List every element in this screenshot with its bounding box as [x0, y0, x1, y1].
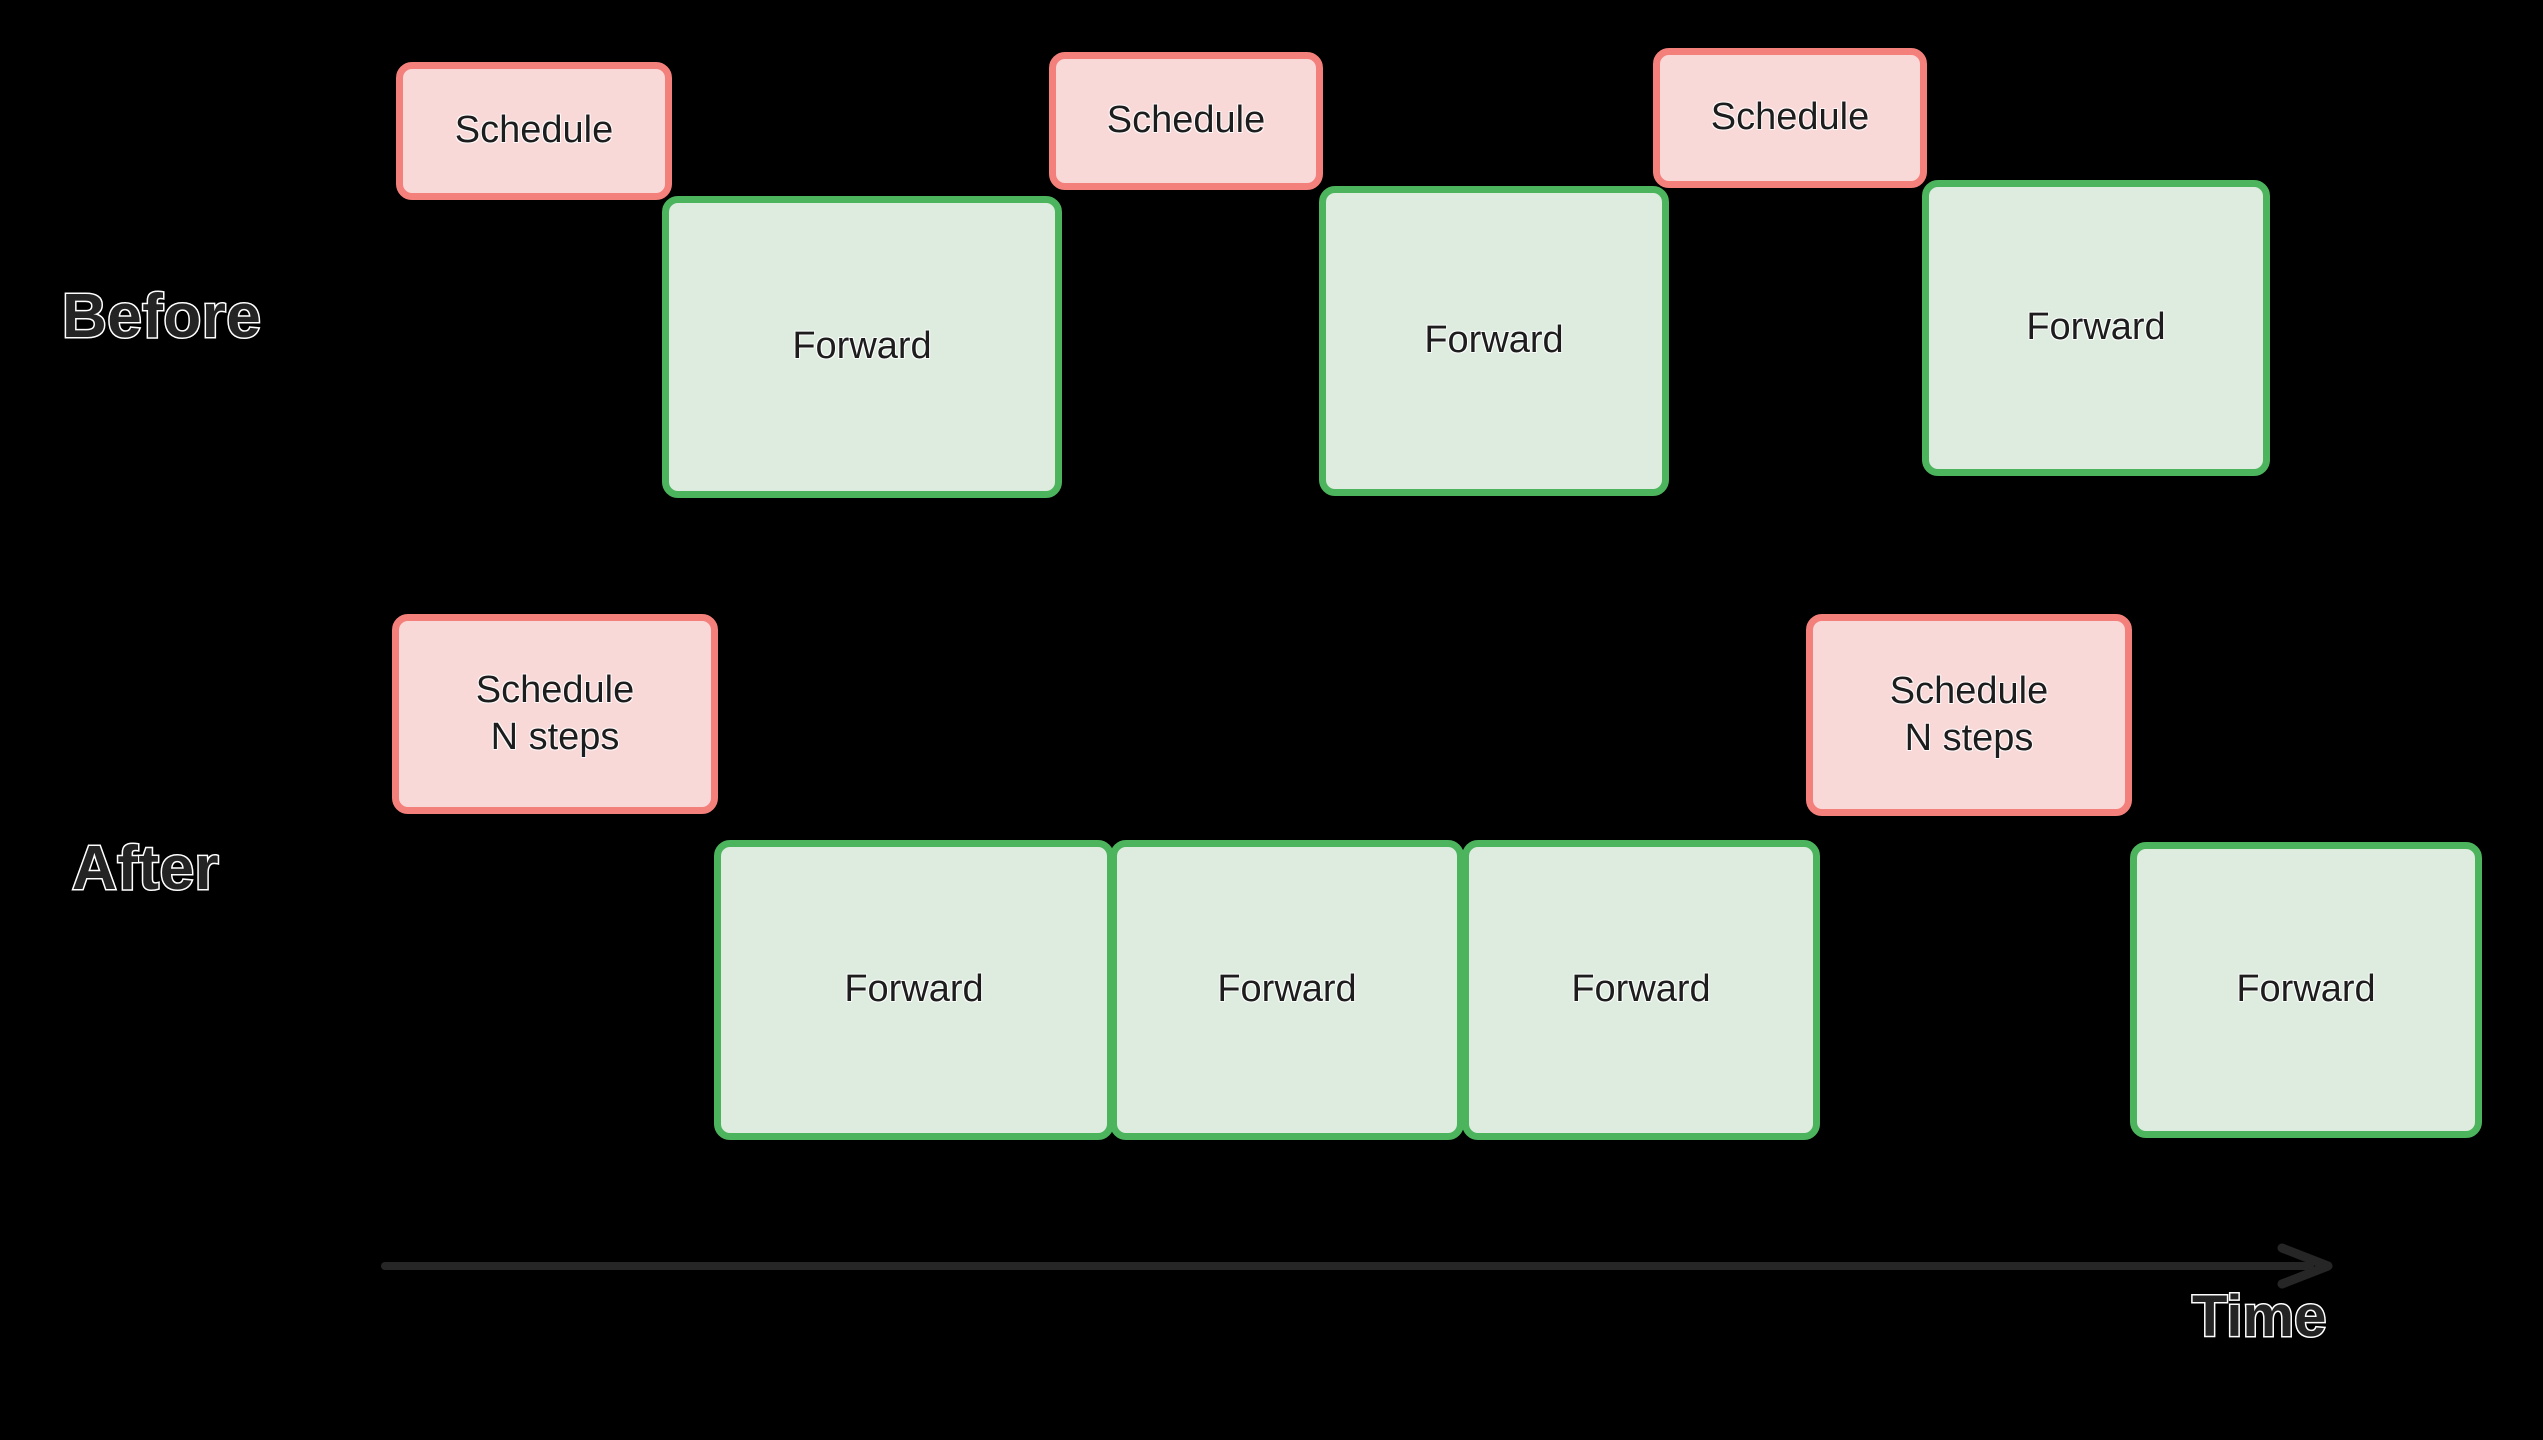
block-label: Forward — [844, 968, 984, 1011]
before-schedule-block-1[interactable]: Schedule — [396, 62, 672, 200]
after-forward-block-2[interactable]: Forward — [1110, 840, 1464, 1140]
block-label: Forward — [1217, 968, 1357, 1011]
row-caption-before: Before — [60, 282, 262, 351]
block-label: Forward — [2026, 306, 2166, 349]
after-forward-block-4[interactable]: Forward — [2130, 842, 2482, 1138]
block-label: Schedule — [454, 109, 614, 152]
before-schedule-block-3[interactable]: Schedule — [1653, 48, 1927, 188]
after-forward-block-1[interactable]: Forward — [714, 840, 1114, 1140]
before-schedule-block-2[interactable]: Schedule — [1049, 52, 1323, 190]
time-axis-label: Time — [2190, 1284, 2327, 1349]
before-forward-block-1[interactable]: Forward — [662, 196, 1062, 498]
block-label: Schedule N steps — [475, 668, 635, 759]
before-forward-block-3[interactable]: Forward — [1922, 180, 2270, 476]
block-label: Schedule — [1710, 96, 1870, 139]
block-label: Schedule — [1106, 99, 1266, 142]
after-schedule-block-1[interactable]: Schedule N steps — [392, 614, 718, 814]
block-label: Schedule N steps — [1889, 669, 2049, 760]
before-forward-block-2[interactable]: Forward — [1319, 186, 1669, 496]
block-label: Forward — [2236, 968, 2376, 1011]
after-forward-block-3[interactable]: Forward — [1462, 840, 1820, 1140]
time-axis — [380, 1240, 2340, 1296]
time-arrow-icon — [381, 1243, 2333, 1289]
block-label: Forward — [1424, 319, 1564, 362]
block-label: Forward — [1571, 968, 1711, 1011]
row-caption-after: After — [70, 834, 220, 903]
block-label: Forward — [792, 325, 932, 368]
after-schedule-block-2[interactable]: Schedule N steps — [1806, 614, 2132, 816]
